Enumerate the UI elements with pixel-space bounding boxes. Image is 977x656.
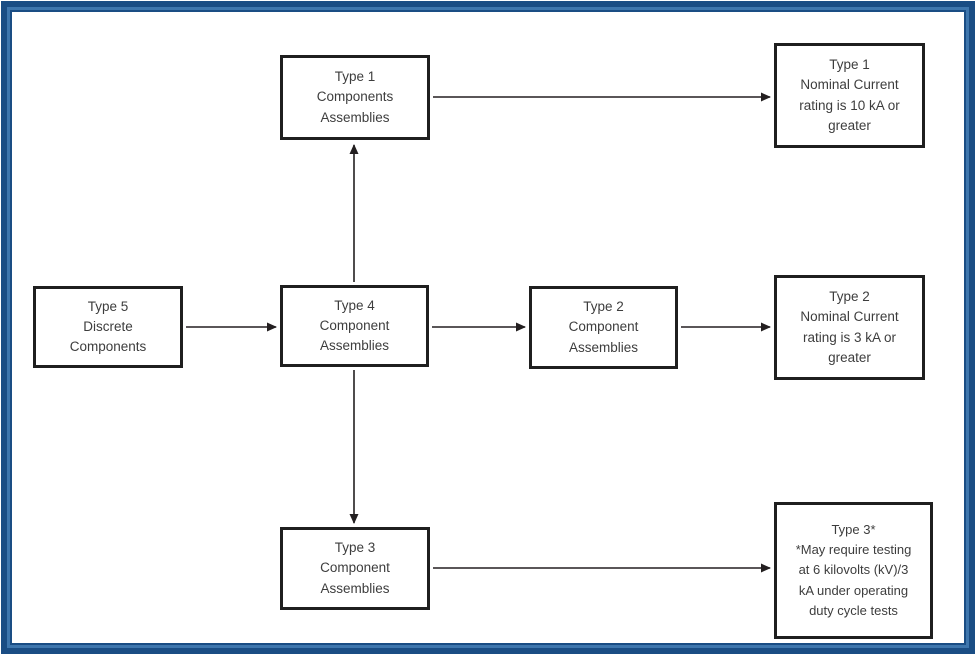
node-type4-component-assemblies: Type 4 Component Assemblies: [280, 285, 429, 367]
node-type1-outcome: Type 1 Nominal Current rating is 10 kA o…: [774, 43, 925, 148]
node-label: Type 5 Discrete Components: [69, 298, 147, 355]
node-label: Type 2 Component Assemblies: [568, 299, 639, 355]
node-label: Type 3* *May require testing at 6 kilovo…: [795, 522, 912, 618]
node-label: Type 4 Component Assemblies: [319, 297, 390, 354]
node-label: Type 1 Nominal Current rating is 10 kA o…: [799, 57, 900, 133]
node-type3-outcome: Type 3* *May require testing at 6 kilovo…: [774, 502, 933, 639]
node-type1-components-assemblies: Type 1 Components Assemblies: [280, 55, 430, 140]
node-type2-outcome: Type 2 Nominal Current rating is 3 kA or…: [774, 275, 925, 380]
node-type5-discrete-components: Type 5 Discrete Components: [33, 286, 183, 368]
node-label: Type 3 Component Assemblies: [320, 540, 390, 596]
node-type3-component-assemblies: Type 3 Component Assemblies: [280, 527, 430, 610]
node-type2-component-assemblies: Type 2 Component Assemblies: [529, 286, 678, 369]
node-label: Type 1 Components Assemblies: [316, 69, 394, 125]
node-label: Type 2 Nominal Current rating is 3 kA or…: [800, 289, 899, 365]
